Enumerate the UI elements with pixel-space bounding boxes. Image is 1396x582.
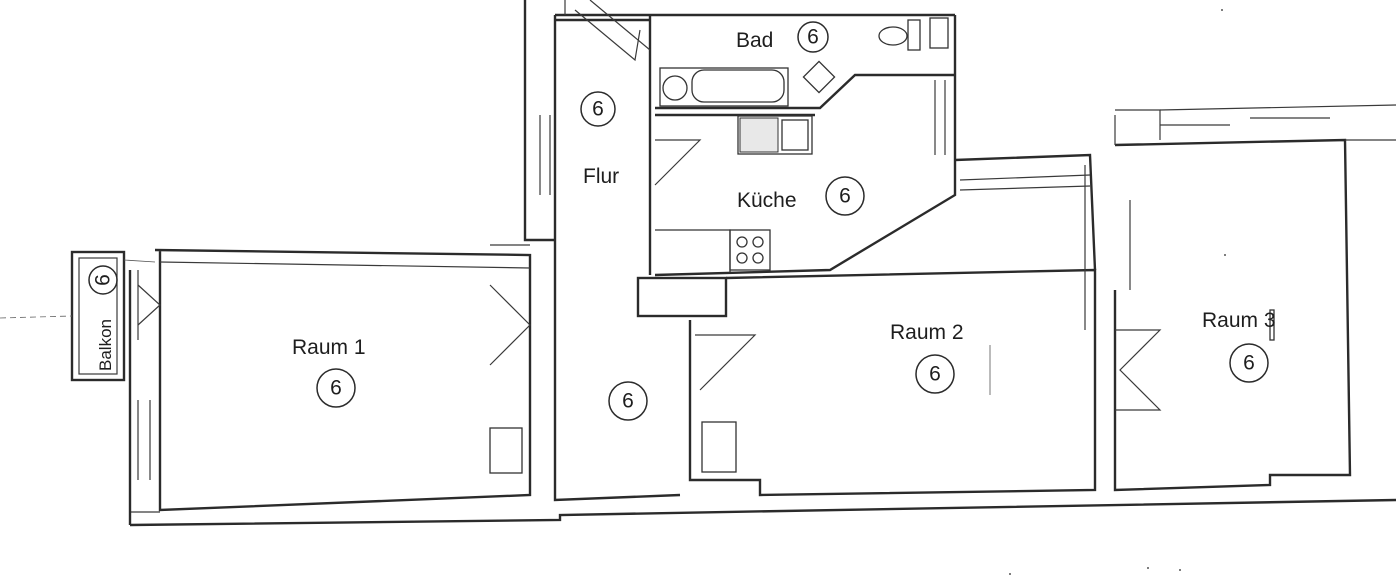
- room-raum1: Raum 1 6: [292, 336, 366, 408]
- room-flur: 6 Flur 6: [580, 91, 648, 421]
- scan-specks: [1009, 9, 1226, 575]
- doors: [489, 0, 1162, 411]
- room-number-raum2: 6: [929, 363, 941, 386]
- room-label-raum3: Raum 3: [1202, 309, 1276, 332]
- room-number-kueche: 6: [839, 185, 851, 208]
- room-number-balkon: 6: [92, 274, 115, 286]
- room-balkon: Balkon 6: [88, 265, 118, 371]
- room-number-raum1: 6: [330, 377, 342, 400]
- room-raum2: Raum 2 6: [890, 321, 964, 394]
- fixtures: [489, 17, 1275, 474]
- room-number-flur: 6: [592, 98, 604, 121]
- balcony: [0, 250, 161, 382]
- room-bad: Bad 6: [736, 21, 829, 53]
- room-number-flur-lower: 6: [622, 390, 634, 413]
- room-kueche: Küche 6: [737, 176, 865, 216]
- room-number-raum3: 6: [1243, 352, 1255, 375]
- room-label-flur: Flur: [583, 165, 619, 188]
- room-label-raum2: Raum 2: [890, 321, 964, 344]
- room-label-bad: Bad: [736, 29, 773, 52]
- room-label-kueche: Küche: [737, 189, 797, 212]
- room-number-bad: 6: [807, 26, 819, 49]
- room-label-balkon: Balkon: [96, 319, 115, 371]
- room-label-raum1: Raum 1: [292, 336, 366, 359]
- room-raum3: Raum 3 6: [1202, 309, 1276, 383]
- walls: [128, 0, 1396, 527]
